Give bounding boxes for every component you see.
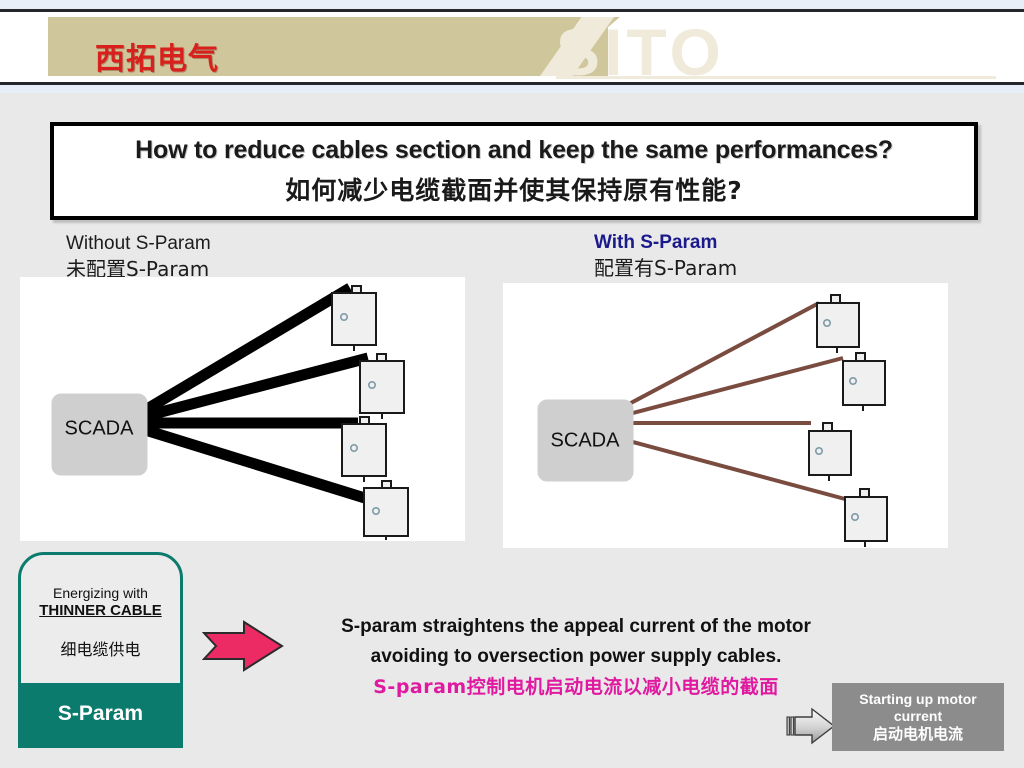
scada-hub: SCADA	[537, 399, 634, 482]
header-bottom-rule	[0, 82, 1024, 85]
sparam-card-footer: S-Param	[21, 683, 180, 745]
center-description: S-param straightens the appeal current o…	[296, 612, 856, 702]
diagram-panel-with-sparam: SCADA	[503, 283, 948, 548]
diagram-panel-without-sparam: SCADA	[20, 277, 465, 541]
device-4	[363, 480, 409, 540]
device-3	[341, 416, 387, 482]
slide-title-english: How to reduce cables section and keep th…	[135, 135, 893, 164]
caption-right-chinese: 配置有S-Param	[594, 256, 738, 280]
sparam-line-energizing: Energizing with	[53, 584, 148, 601]
device-2	[359, 353, 405, 419]
header-logo-band: SITO 西拓电气	[0, 12, 1024, 82]
sparam-line-thinner-cable: THINNER CABLE	[39, 601, 162, 619]
callout-english-line1: Starting up motor	[859, 690, 977, 707]
caption-right-english: With S-Param	[594, 232, 718, 253]
cable-4	[628, 439, 846, 501]
caption-without-sparam: Without S-Param 未配置S-Param	[66, 232, 211, 283]
device-1	[816, 294, 860, 353]
sparam-card-body: Energizing with THINNER CABLE 细电缆供电	[21, 555, 180, 683]
cable-1	[628, 301, 820, 406]
scada-hub: SCADA	[51, 393, 148, 476]
gray-arrow-icon	[786, 706, 836, 746]
header-lower-strip	[0, 85, 1024, 93]
header-top-rule	[0, 9, 1024, 12]
cable-group-thick	[139, 283, 370, 505]
starting-current-callout: Starting up motor current 启动电机电流	[832, 683, 1004, 751]
page-header: SITO 西拓电气	[0, 0, 1024, 93]
cable-group-thin	[628, 301, 846, 501]
cable-2	[628, 356, 844, 416]
cable-4	[140, 423, 370, 505]
slide-title-box: How to reduce cables section and keep th…	[50, 122, 978, 220]
cable-1	[139, 283, 353, 417]
cable-2	[140, 352, 370, 423]
callout-english-line2: current	[893, 707, 943, 724]
slide-title-chinese: 如何减少电缆截面并使其保持原有性能?	[285, 175, 743, 205]
callout-chinese: 启动电机电流	[872, 724, 963, 743]
scada-hub-label: SCADA	[551, 429, 621, 451]
device-2	[842, 352, 886, 411]
pink-arrow-icon	[201, 620, 284, 672]
caption-with-sparam: With S-Param 配置有S-Param	[594, 231, 737, 282]
company-logo-chinese: 西拓电气	[95, 42, 219, 77]
brand-wordmark: SITO	[556, 15, 725, 82]
caption-left-english: Without S-Param	[66, 233, 211, 254]
device-4	[844, 488, 888, 547]
center-text-english-line2: avoiding to oversection power supply cab…	[370, 646, 782, 667]
header-top-strip	[0, 0, 1024, 9]
sparam-line-chinese: 细电缆供电	[60, 639, 141, 659]
center-text-chinese: S-param控制电机启动电流以减小电缆的截面	[373, 676, 779, 698]
sparam-card: Energizing with THINNER CABLE 细电缆供电 S-Pa…	[18, 552, 183, 748]
device-1	[331, 285, 377, 351]
scada-hub-label: SCADA	[65, 417, 135, 439]
device-3	[808, 422, 852, 481]
center-text-english-line1: S-param straightens the appeal current o…	[341, 616, 811, 637]
brand-underline	[556, 76, 996, 79]
